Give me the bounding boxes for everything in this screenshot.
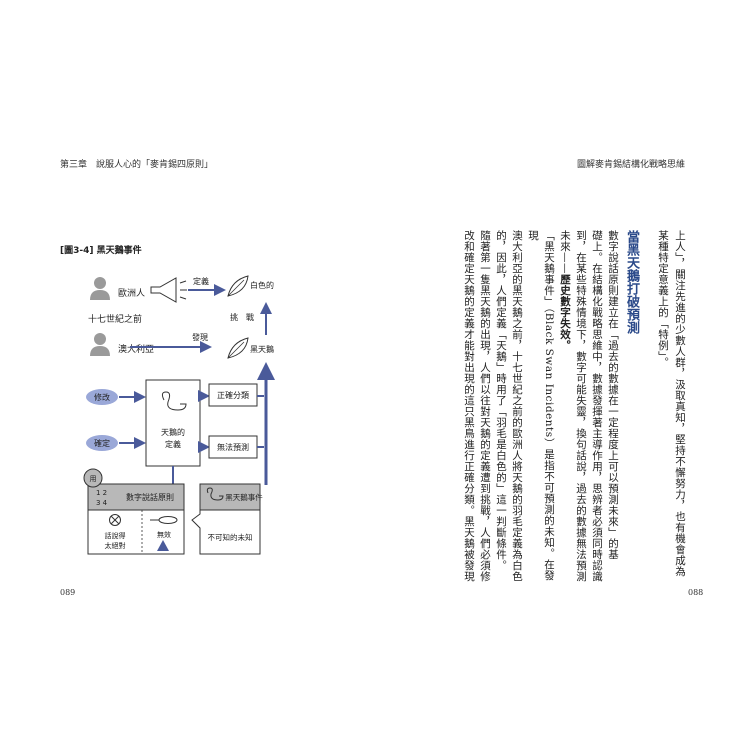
left-page: 第三章 說服人心的「麥肯錫四原則」 089 [圖3-4] 黑天鵝事件 歐洲人 十…	[60, 160, 275, 597]
bold-phrase: 歷史數字失效。	[559, 274, 571, 351]
label-define: 定義	[193, 276, 209, 286]
label-numbers-top: 1 2	[96, 489, 107, 497]
label-principle: 數字說話原則	[126, 492, 174, 502]
tadpole-icon	[150, 516, 178, 524]
label-black-swan: 黑天鵝	[250, 344, 274, 354]
text-column-7: 「黑天鵝事件」（Black Swan Incidents）是指不可預測的未知。在…	[527, 230, 555, 581]
label-australia: 澳大利亞	[118, 343, 154, 355]
triangle-icon	[157, 540, 169, 551]
label-discover: 發現	[192, 333, 208, 342]
section-heading: 當黑天鵝打破預測	[624, 230, 639, 334]
chapter-header: 第三章 說服人心的「麥肯錫四原則」	[60, 160, 214, 170]
figure-title: [圖3-4] 黑天鵝事件	[60, 246, 142, 256]
label-before-17c: 十七世紀之前	[88, 313, 142, 325]
label-confirm: 確定	[94, 438, 110, 448]
use-badge	[83, 468, 103, 488]
page-number-left: 089	[60, 588, 76, 597]
label-correct-classify: 正確分類	[217, 390, 249, 400]
feather-white-icon	[227, 275, 249, 297]
text-column-6: 未來——歷史數字失效。	[559, 230, 571, 351]
swan-small-icon	[206, 487, 224, 501]
label-cannot-predict: 無法預測	[217, 442, 249, 452]
text-column-2: 某種特定意義上的「特例」。	[657, 230, 669, 368]
text-column-9: 的，因此，人們定義「天鵝」時用了「羽毛是白色的」這一判斷條件。	[495, 230, 507, 571]
label-unknown: 不可知的未知	[208, 532, 253, 542]
label-use: 用	[90, 475, 97, 483]
swan-definition-box	[145, 379, 201, 467]
megaphone-icon	[150, 277, 187, 303]
label-challenge: 挑 戰	[230, 312, 254, 322]
feather-black-icon	[227, 337, 249, 359]
text-column-8: 澳大利亞的黑天鵝之前，十七世紀之前的歐洲人將天鵝的羽毛定義為白色	[511, 230, 523, 582]
confirm-oval	[86, 435, 118, 451]
label-bs-event: 黑天鵝事件	[225, 492, 263, 502]
label-europeans: 歐洲人	[118, 287, 145, 299]
book-title-header: 圖解麥肯錫結構化戰略思維	[576, 160, 685, 170]
text-column-3: 數字說話原則建立在「過去的數據在一定程度上可以預測未來」的基	[607, 230, 619, 560]
right-page: 圖解麥肯錫結構化戰略思維 088 上人」，關注先進的少數人群，汲取真知，堅持不懈…	[375, 0, 750, 750]
person-icon-australia	[90, 333, 110, 356]
label-white: 白色的	[250, 280, 274, 290]
label-numbers-bottom: 3 4	[96, 499, 108, 507]
text-column-4: 礎上。在結構化戰略思維中，數據發揮著主導作用，思辨者必須同時認識	[591, 230, 603, 582]
label-swan-def-1: 天鵝的	[161, 427, 185, 437]
text-column-1: 上人」，關注先進的少數人群，汲取真知，堅持不懈努力，也有機會成為	[674, 230, 686, 577]
swan-icon	[161, 391, 187, 411]
label-talk-1: 話說得	[105, 531, 126, 540]
label-invalid: 無效	[157, 530, 171, 539]
cross-circle-icon	[109, 514, 121, 526]
label-swan-def-2: 定義	[165, 439, 181, 449]
modify-oval	[86, 389, 118, 405]
person-icon-europeans	[90, 277, 110, 300]
text-column-10: 隨著第一隻黑天鵝的出現，人們以往對天鵝的定義遭到挑戰，人們必須修	[479, 230, 491, 582]
label-modify: 修改	[94, 392, 110, 402]
label-talk-2: 太絕對	[105, 541, 126, 550]
page-number-right: 088	[688, 588, 704, 597]
text-column-5: 到，在某些特殊情境下，數字可能失靈，換句話說，過去的數據無法預測	[575, 230, 587, 582]
text-column-11: 改和確定天鵝的定義才能對出現的這只黑鳥進行正確分類。黑天鵝被發現	[463, 230, 475, 582]
black-swan-diagram: 歐洲人 十七世紀之前 澳大利亞 定義 白色的 發現 黑天鵝 挑 戰	[83, 275, 275, 555]
